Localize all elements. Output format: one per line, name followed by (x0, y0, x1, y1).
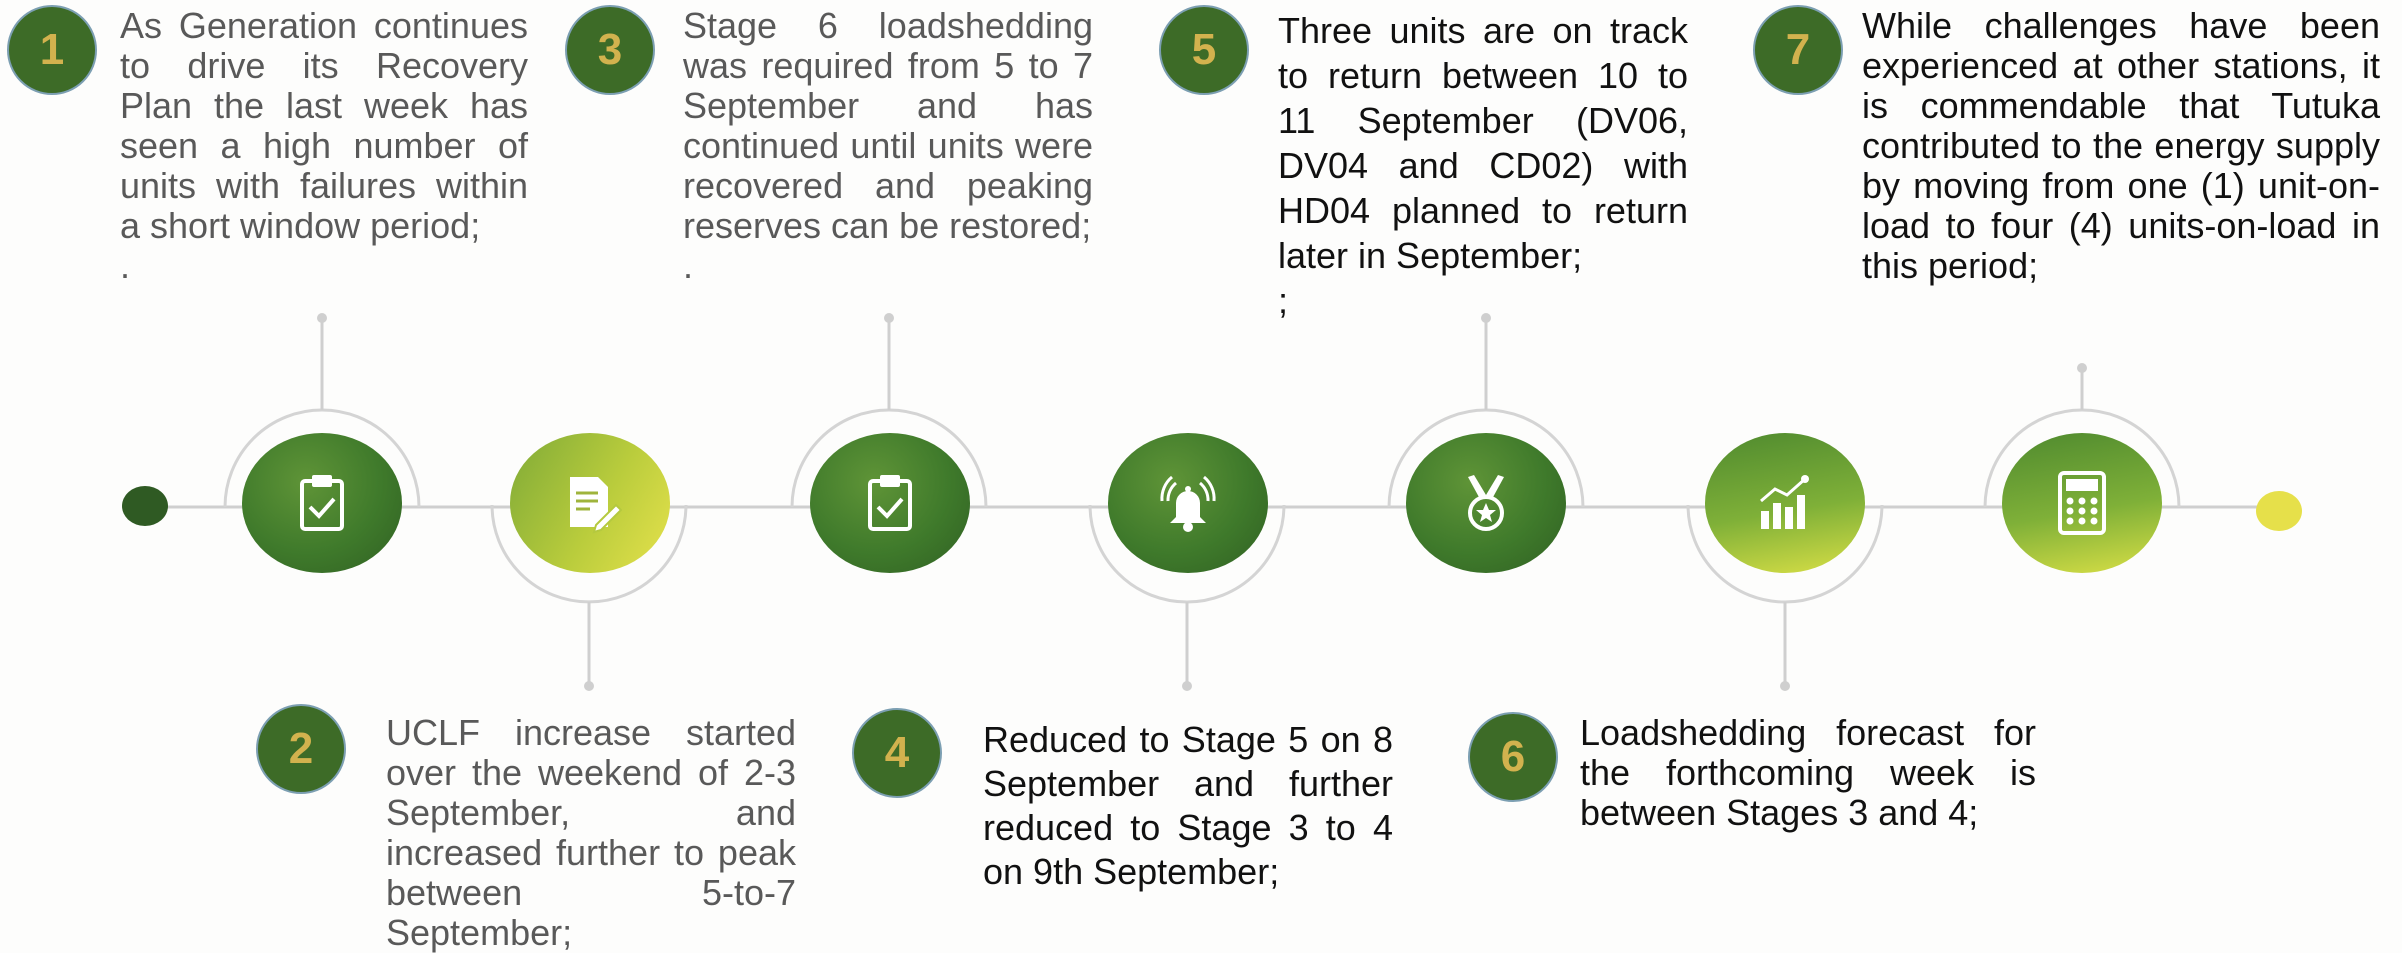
node-5-stem-dot (1481, 313, 1491, 323)
clipboard-check-icon (300, 475, 344, 531)
step-1-number-badge: 1 (7, 5, 97, 95)
node-7-stem-dot (2077, 363, 2087, 373)
step-7-number-badge: 7 (1753, 5, 1843, 95)
node-7-icon-circle (2002, 433, 2162, 573)
node-2-icon-circle (510, 433, 670, 573)
step-7-paragraph: While challenges have been experienced a… (1862, 5, 2380, 286)
node-2-stem-dot (584, 681, 594, 691)
step-3-number-badge: 3 (565, 5, 655, 95)
step-2-text: UCLF increase started over the weekend o… (386, 713, 796, 953)
node-3-icon-circle (810, 433, 970, 573)
calculator-icon (2058, 471, 2106, 535)
step-4-text: Reduced to Stage 5 on 8 September and fu… (983, 718, 1393, 894)
step-5-number-badge: 5 (1159, 5, 1249, 95)
document-edit-icon (570, 477, 622, 534)
node-3-stem-dot (884, 313, 894, 323)
step-5-tail: ; (1278, 280, 1289, 321)
node-4-stem-dot (1182, 681, 1192, 691)
step-1-paragraph: As Generation continues to drive its Rec… (120, 5, 528, 246)
step-7-text: While challenges have been experienced a… (1862, 6, 2380, 286)
node-1-stem-dot (317, 313, 327, 323)
step-2-number-badge: 2 (256, 704, 346, 794)
step-5-paragraph: Three units are on track to return betwe… (1278, 10, 1688, 276)
node-4-icon-circle (1108, 433, 1268, 573)
step-6-number-badge: 6 (1468, 712, 1558, 802)
clipboard-check-icon (868, 475, 912, 531)
timeline-end-dot (2256, 491, 2302, 531)
medal-icon (1468, 475, 1504, 531)
alarm-bell-icon (1160, 475, 1216, 532)
node-6-stem-dot (1780, 681, 1790, 691)
step-3-text: Stage 6 loadshedding was required from 5… (683, 6, 1093, 286)
step-1-text: As Generation continues to drive its Rec… (120, 6, 528, 286)
growth-chart-icon (1760, 475, 1809, 529)
node-6-icon-circle (1705, 433, 1865, 573)
step-4-paragraph: Reduced to Stage 5 on 8 September and fu… (983, 719, 1393, 892)
step-4-number-badge: 4 (852, 708, 942, 798)
step-3-paragraph: Stage 6 loadshedding was required from 5… (683, 5, 1093, 246)
node-1-icon-circle (242, 433, 402, 573)
step-2-paragraph: UCLF increase started over the weekend o… (386, 712, 796, 953)
timeline-start-dot (122, 486, 168, 526)
step-6-text: Loadshedding forecast for the forthcomin… (1580, 713, 2036, 833)
node-5-icon-circle (1406, 433, 1566, 573)
step-1-tail: . (120, 245, 131, 286)
step-5-text: Three units are on track to return betwe… (1278, 8, 1688, 323)
step-6-paragraph: Loadshedding forecast for the forthcomin… (1580, 712, 2036, 833)
step-3-tail: . (683, 245, 694, 286)
